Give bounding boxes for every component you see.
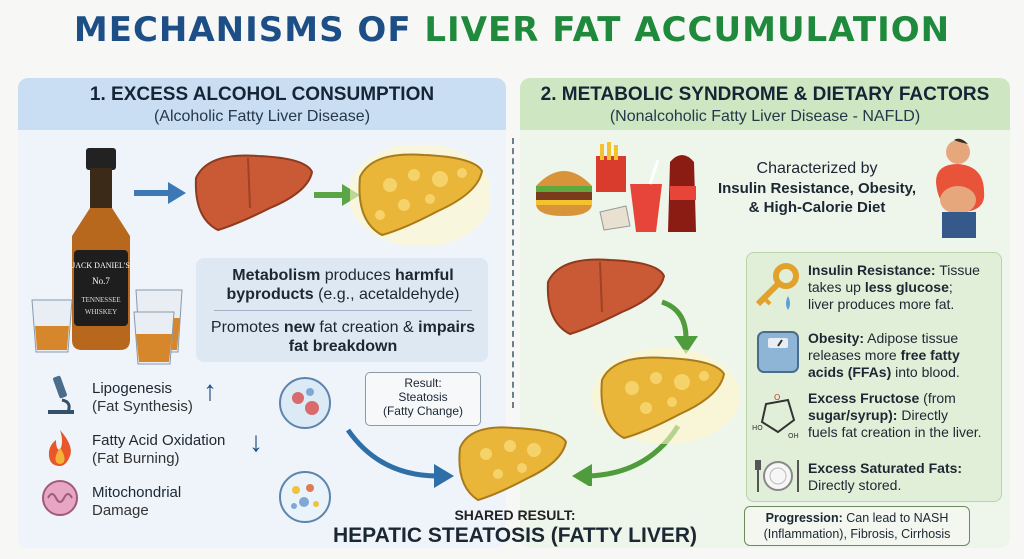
arrow-to-liver-icon [134,182,186,204]
lipogenesis-title: Lipogenesis [92,380,173,397]
factor-fructose-l2c: Directly [897,407,949,423]
progression-bold: Progression: [765,511,843,525]
shared-result-text: HEPATIC STEATOSIS (FATTY LIVER) [332,524,698,547]
factor-obesity-l1: Adipose tissue [864,330,959,346]
factor-fats-bold: Excess Saturated Fats: [808,460,963,476]
metabolic-heading: 2. METABOLIC SYNDROME & DIETARY FACTORS [540,84,990,105]
metabolism-text-1: produces [320,267,396,284]
arrow-up-icon: ↑ [203,375,217,406]
bottle-brand: JACK DANIEL'S [72,261,130,270]
title-part-2: LIVER FAT ACCUMULATION [424,10,951,50]
factor-obesity-l3b: into blood. [891,364,960,380]
promotes-text-1: Promotes [210,319,284,336]
result-line-1: Steatosis [398,390,448,404]
factor-fructose-l2b: sugar/syrup): [808,407,898,423]
panel-divider [512,138,514,408]
factor-obesity-l3: acids (FFAs) [808,364,892,380]
characterized-line-1: Characterized by [756,160,878,177]
factor-insulin-l2a: takes up [808,279,865,295]
metabolic-panel-header: 2. METABOLIC SYNDROME & DIETARY FACTORS … [520,78,1010,130]
bottle-line-2: WHISKEY [85,308,117,316]
svg-text:HO: HO [752,424,763,432]
factor-insulin-l3: liver produces more fat. [808,296,955,312]
bottle-line-1: TENNESSEE [81,296,120,304]
factor-saturated-fats: Excess Saturated Fats: Directly stored. [808,460,1002,494]
factor-obesity-l2a: releases more [808,347,901,363]
right-healthy-liver-icon [546,258,666,336]
factor-insulin: Insulin Resistance: Tissue takes up less… [808,262,1002,313]
shared-fatty-liver-icon [458,426,568,502]
right-fatty-liver-icon [592,348,740,444]
promotes-bold-1: new [283,319,315,336]
key-icon [755,263,799,310]
flame-icon [48,430,71,466]
svg-text:O: O [774,393,780,402]
characterized-line-2: Insulin Resistance, Obesity, [717,180,917,197]
result-box: Result: Steatosis (Fatty Change) [365,372,481,426]
microscope-icon [48,375,74,414]
mitochondrial-title: Mitochondrial [92,484,182,501]
factor-insulin-bold: Insulin Resistance: [808,262,936,278]
characterized-line-3: & High-Calorie Diet [748,199,886,216]
factor-fructose: Excess Fructose (from sugar/syrup): Dire… [808,390,1004,441]
mitochondrial-sub: Damage [92,502,149,519]
metabolism-divider [214,310,472,311]
mitochondria-icon [42,480,78,516]
metabolic-subheading: (Nonalcoholic Fatty Liver Disease - NAFL… [609,108,921,125]
junk-food-icon [536,142,696,232]
promotes-text: Promotes new fat creation & impairs fat … [204,318,482,356]
fructose-icon: O HO OH [752,393,799,440]
small-glass-icon [133,311,175,365]
factor-obesity-bold: Obesity: [808,330,865,346]
result-label: Result: [404,376,442,390]
page-title: MECHANISMS OF LIVER FAT ACCUMULATION [0,10,1024,50]
fatty-liver-icon [350,145,490,245]
shared-result-label: SHARED RESULT: [454,507,576,523]
plate-icon [755,460,799,492]
factor-insulin-l2b: less glucose [864,279,949,295]
alcohol-panel-header: 1. EXCESS ALCOHOL CONSUMPTION (Alcoholic… [18,78,506,130]
progression-line-2: (Inflammation), Fibrosis, Cirrhosis [763,527,951,541]
metabolism-text: Metabolism produces harmful byproducts (… [204,266,482,304]
fatty-acid-title: Fatty Acid Oxidation [92,432,226,449]
factors-box [746,252,1002,502]
metabolism-bold-1: Metabolism [232,267,321,284]
factor-fructose-l3: fuels fat creation in the liver. [808,424,982,440]
factor-insulin-l2c: ; [948,279,953,295]
alcohol-subheading: (Alcoholic Fatty Liver Disease) [153,108,371,125]
cell-fat-droplets-icon [279,471,331,523]
scale-icon [757,331,799,373]
metabolism-bold-2: harmful byproducts [226,267,454,303]
promotes-text-2: fat creation & [314,319,419,336]
arrow-down-icon: ↓ [249,426,263,457]
left-curved-arrow-icon [345,428,454,488]
factor-fructose-l1: (from [919,390,956,406]
title-part-1: MECHANISMS OF [73,10,425,50]
progression-text: Can lead to NASH [842,511,949,525]
factor-fats-l2: Directly stored. [808,477,902,493]
factor-obesity: Obesity: Adipose tissue releases more fr… [808,330,1002,381]
fatty-acid-sub: (Fat Burning) [92,450,180,467]
factor-fructose-bold: Excess Fructose [808,390,920,406]
lipogenesis-sub: (Fat Synthesis) [92,398,193,415]
result-line-2: (Fatty Change) [382,404,464,418]
metabolism-text-2: (e.g., acetaldehyde) [313,286,460,303]
alcohol-heading: 1. EXCESS ALCOHOL CONSUMPTION [89,84,435,105]
factor-obesity-l2b: free fatty [900,347,960,363]
cell-steatosis-icon [279,377,331,429]
bottle-number: No.7 [92,276,110,286]
progression-box: Progression: Can lead to NASH (Inflammat… [744,506,970,546]
right-down-arrow-icon [661,299,698,354]
promotes-bold-2: impairs fat breakdown [288,319,476,355]
obese-person-icon [936,138,985,238]
svg-text:OH: OH [788,432,799,440]
healthy-liver-icon [194,154,314,232]
factor-insulin-l1: Tissue [935,262,980,278]
